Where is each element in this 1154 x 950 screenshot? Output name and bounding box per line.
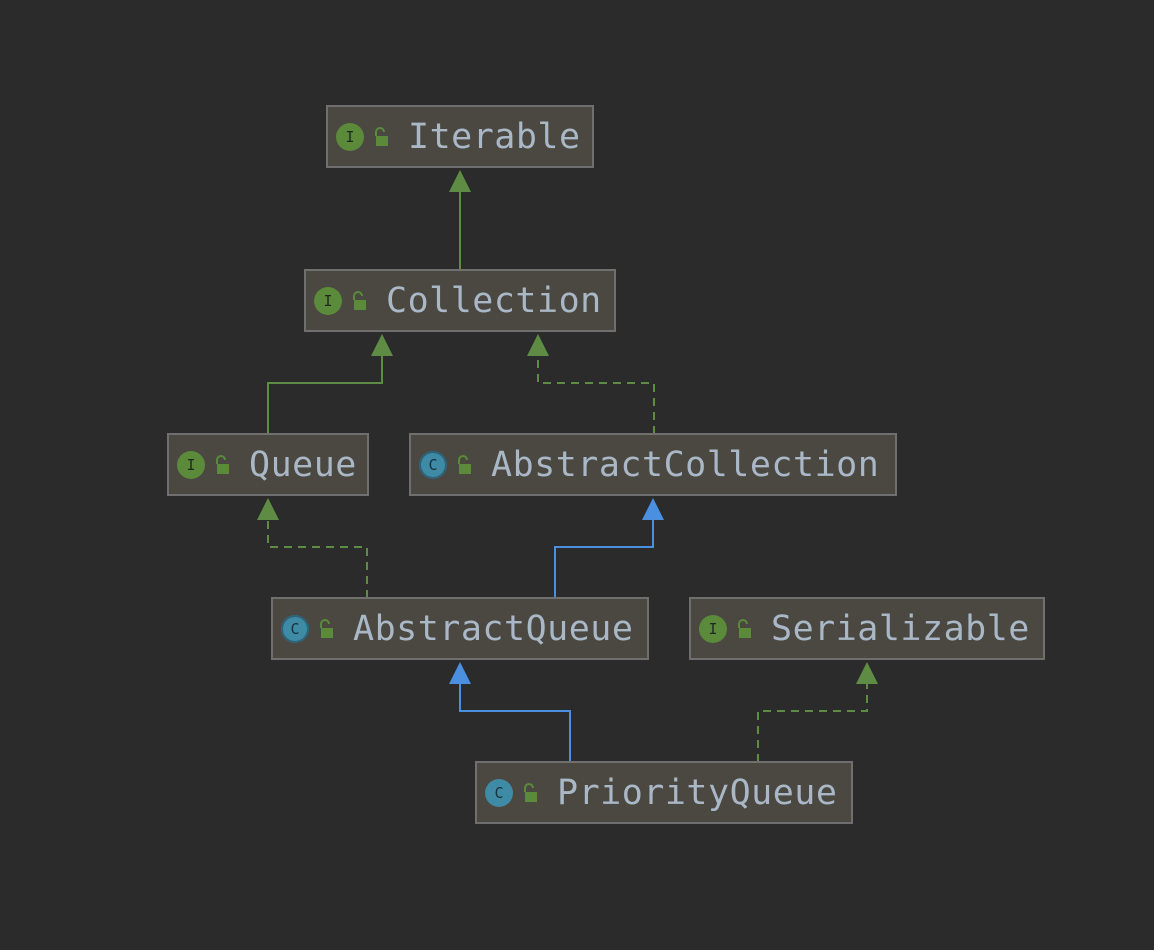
interface-icon: I	[177, 450, 205, 479]
node-label: AbstractCollection	[491, 444, 880, 485]
node-label: PriorityQueue	[557, 772, 838, 813]
node-label: AbstractQueue	[353, 608, 634, 649]
arrowhead-abstractqueue	[449, 662, 471, 684]
public-lock-icon	[320, 618, 333, 638]
abstract-class-icon: C	[281, 614, 309, 643]
edge-abstractqueue-queue	[267, 518, 368, 598]
edge-abstractqueue-abstractcollection	[554, 518, 654, 598]
public-lock-icon	[524, 782, 537, 802]
edge-abstractcollection-collection	[537, 354, 655, 434]
edge-priorityqueue-abstractqueue	[459, 682, 571, 762]
interface-icon: I	[336, 122, 364, 151]
interface-icon: I	[699, 614, 727, 643]
node-serializable[interactable]: I Serializable	[689, 597, 1045, 660]
public-lock-icon	[375, 126, 388, 146]
arrowhead-queue	[257, 498, 279, 520]
arrowhead-collection-left	[371, 334, 393, 356]
class-icon: C	[485, 778, 513, 807]
node-abstract-queue[interactable]: C AbstractQueue	[271, 597, 649, 660]
edge-priorityqueue-serializable	[757, 682, 868, 762]
public-lock-icon	[353, 290, 366, 310]
interface-icon: I	[314, 286, 342, 315]
node-priority-queue[interactable]: C PriorityQueue	[475, 761, 853, 824]
public-lock-icon	[738, 618, 751, 638]
edge-queue-collection	[267, 354, 383, 434]
public-lock-icon	[458, 454, 471, 474]
node-label: Collection	[386, 280, 602, 321]
node-iterable[interactable]: I Iterable	[326, 105, 594, 168]
arrowhead-serializable	[856, 662, 878, 684]
public-lock-icon	[216, 454, 229, 474]
arrowhead-collection-right	[527, 334, 549, 356]
node-abstract-collection[interactable]: C AbstractCollection	[409, 433, 897, 496]
node-label: Queue	[249, 444, 357, 485]
abstract-class-icon: C	[419, 450, 447, 479]
arrowhead-abstractcollection	[642, 498, 664, 520]
node-label: Iterable	[408, 116, 581, 157]
arrowhead-iterable	[449, 170, 471, 192]
node-queue[interactable]: I Queue	[167, 433, 369, 496]
node-collection[interactable]: I Collection	[304, 269, 616, 332]
node-label: Serializable	[771, 608, 1030, 649]
